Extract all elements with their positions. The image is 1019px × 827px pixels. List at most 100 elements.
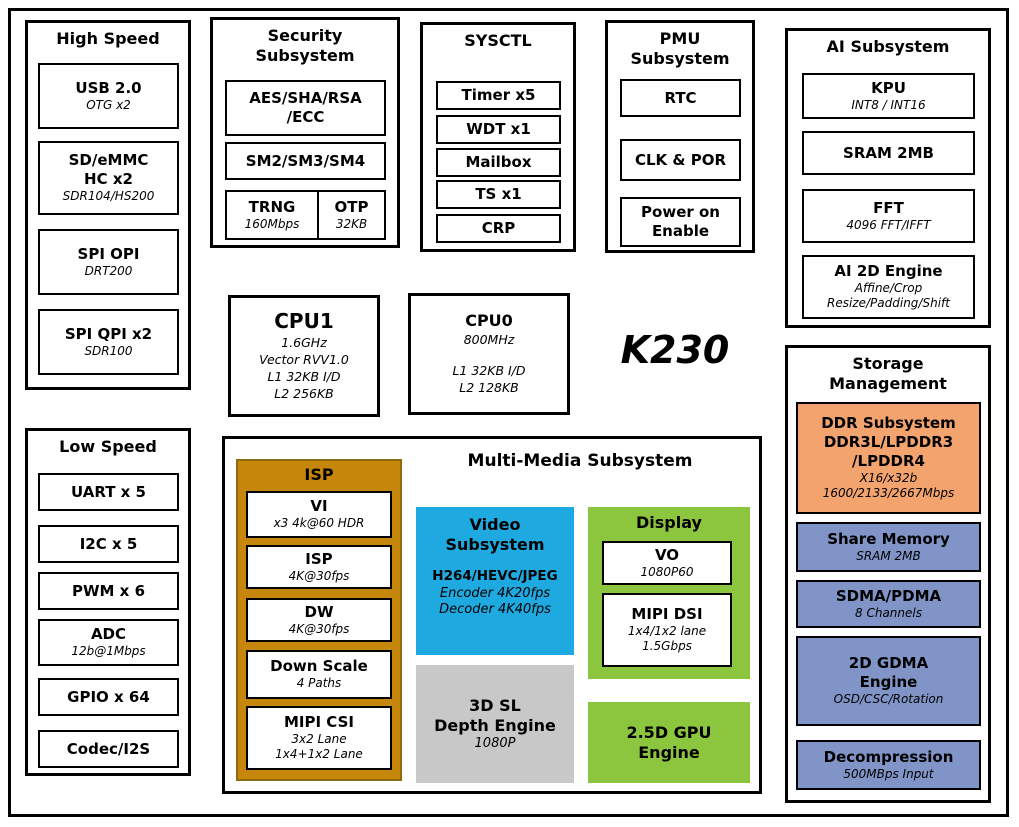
cpu1-box: CPU1 1.6GHz Vector RVV1.0 L1 32KB I/D L2…: [228, 295, 380, 417]
spi-opi-box: SPI OPI DRT200: [38, 229, 179, 295]
trng-sub: 160Mbps: [244, 216, 300, 231]
gpio-box: GPIO x 64: [38, 678, 179, 716]
mipi-dsi-sub1: 1x4/1x2 lane: [627, 623, 707, 638]
isp-group-title: ISP: [304, 465, 334, 484]
vo-sub: 1080P60: [640, 564, 694, 579]
vo-box: VO 1080P60: [602, 541, 732, 585]
dw-label: DW: [304, 602, 334, 621]
usb-sub: OTG x2: [86, 97, 131, 112]
cpu1-line3: L1 32KB I/D: [267, 369, 341, 384]
depth-engine-line1: 3D SL: [469, 695, 521, 715]
ai-panel: AI Subsystem KPU INT8 / INT16 SRAM 2MB F…: [785, 28, 991, 328]
share-memory-label: Share Memory: [827, 529, 950, 548]
ts-box: TS x1: [436, 180, 561, 209]
fft-box: FFT 4096 FFT/IFFT: [802, 189, 975, 243]
diagram-outer-frame: [8, 8, 1009, 817]
gdma-engine-box: 2D GDMA Engine OSD/CSC/Rotation: [796, 636, 981, 726]
ddr-sub1: X16/x32b: [859, 470, 918, 485]
sd-emmc-label-line2: HC x2: [84, 170, 133, 189]
storage-panel: Storage Management DDR Subsystem DDR3L/L…: [785, 345, 991, 803]
fft-label: FFT: [873, 198, 904, 217]
sm-box: SM2/SM3/SM4: [225, 142, 386, 180]
ai-2d-engine-box: AI 2D Engine Affine/Crop Resize/Padding/…: [802, 255, 975, 319]
kpu-box: KPU INT8 / INT16: [802, 73, 975, 119]
mipi-dsi-box: MIPI DSI 1x4/1x2 lane 1.5Gbps: [602, 593, 732, 667]
pwm-label: PWM x 6: [71, 581, 146, 600]
dw-sub: 4K@30fps: [288, 621, 350, 636]
aes-box: AES/SHA/RSA /ECC: [225, 80, 386, 136]
ddr-sub2: 1600/2133/2667Mbps: [822, 486, 955, 501]
ai-2d-engine-sub1: Affine/Crop: [854, 280, 923, 295]
ai-2d-engine-sub2: Resize/Padding/Shift: [827, 296, 950, 311]
cpu1-line4: L2 256KB: [274, 385, 334, 401]
cpu0-box: CPU0 800MHz L1 32KB I/D L2 128KB: [408, 293, 570, 415]
trng-box: TRNG 160Mbps: [225, 190, 319, 240]
spi-qpi-sub: SDR100: [84, 343, 133, 358]
isp-sub: 4K@30fps: [288, 568, 350, 583]
sd-emmc-box: SD/eMMC HC x2 SDR104/HS200: [38, 141, 179, 215]
sdma-pdma-sub: 8 Channels: [855, 605, 922, 620]
security-title: Security Subsystem: [255, 26, 355, 65]
ddr-subsystem-box: DDR Subsystem DDR3L/LPDDR3 /LPDDR4 X16/x…: [796, 402, 981, 514]
i2c-label: I2C x 5: [79, 534, 138, 553]
gpu-engine-line1: 2.5D GPU: [626, 722, 712, 742]
power-on-enable-label: Power on Enable: [641, 203, 720, 240]
codec-i2s-label: Codec/I2S: [66, 739, 151, 758]
sysctl-panel: SYSCTL Timer x5 WDT x1 Mailbox TS x1 CRP: [420, 22, 576, 252]
share-memory-sub: SRAM 2MB: [856, 548, 921, 563]
gdma-line1: 2D GDMA: [848, 654, 929, 673]
down-scale-sub: 4 Paths: [296, 676, 342, 691]
decompression-label: Decompression: [823, 747, 954, 766]
adc-sub: 12b@1Mbps: [71, 644, 146, 659]
cpu0-line1: 800MHz: [463, 332, 515, 348]
kpu-label: KPU: [871, 78, 906, 97]
vi-box: VI x3 4k@60 HDR: [246, 491, 392, 538]
low-speed-panel: Low Speed UART x 5 I2C x 5 PWM x 6 ADC 1…: [25, 428, 191, 776]
mipi-csi-box: MIPI CSI 3x2 Lane 1x4+1x2 Lane: [246, 706, 392, 770]
video-subsystem-block: Video Subsystem H264/HEVC/JPEG Encoder 4…: [416, 507, 574, 655]
video-encoder-sub: Encoder 4K20fps: [439, 585, 551, 601]
mipi-csi-sub1: 3x2 Lane: [291, 731, 347, 746]
timer-label: Timer x5: [461, 86, 536, 105]
vi-label: VI: [310, 497, 328, 516]
uart-box: UART x 5: [38, 473, 179, 511]
adc-box: ADC 12b@1Mbps: [38, 619, 179, 666]
ddr-line2: DDR3L/LPDDR3: [823, 433, 954, 452]
cpu0-title: CPU0: [465, 311, 513, 331]
timer-box: Timer x5: [436, 81, 561, 110]
chip-name-label: K230: [620, 328, 730, 372]
clk-por-box: CLK & POR: [620, 139, 741, 181]
isp-group: ISP VI x3 4k@60 HDR ISP 4K@30fps DW 4K@3…: [236, 459, 402, 781]
mailbox-label: Mailbox: [465, 153, 532, 172]
video-codecs-label: H264/HEVC/JPEG: [432, 568, 558, 584]
depth-engine-line2: Depth Engine: [434, 715, 556, 735]
ai-sram-box: SRAM 2MB: [802, 131, 975, 175]
kpu-sub: INT8 / INT16: [851, 97, 926, 112]
depth-engine-sub: 1080P: [474, 735, 516, 751]
wdt-box: WDT x1: [436, 115, 561, 144]
sd-emmc-sub: SDR104/HS200: [62, 188, 155, 203]
display-title: Display: [636, 513, 702, 532]
spi-qpi-label: SPI QPI x2: [64, 324, 153, 343]
crp-box: CRP: [436, 214, 561, 243]
ddr-line3: /LPDDR4: [852, 451, 925, 470]
otp-box: OTP 32KB: [317, 190, 386, 240]
clk-por-label: CLK & POR: [634, 150, 726, 169]
cpu0-line3: L2 128KB: [459, 380, 519, 396]
otp-sub: 32KB: [335, 216, 368, 231]
sd-emmc-label-line1: SD/eMMC: [68, 151, 149, 170]
rtc-box: RTC: [620, 79, 741, 117]
sdma-pdma-label: SDMA/PDMA: [835, 586, 942, 605]
otp-label: OTP: [334, 197, 369, 216]
ai-sram-label: SRAM 2MB: [843, 143, 934, 162]
gdma-sub: OSD/CSC/Rotation: [833, 691, 944, 706]
decompression-sub: 500MBps Input: [843, 766, 934, 781]
rtc-label: RTC: [664, 88, 697, 107]
codec-i2s-box: Codec/I2S: [38, 730, 179, 768]
down-scale-box: Down Scale 4 Paths: [246, 650, 392, 699]
spi-opi-sub: DRT200: [84, 263, 133, 278]
dw-box: DW 4K@30fps: [246, 598, 392, 642]
sdma-pdma-box: SDMA/PDMA 8 Channels: [796, 580, 981, 628]
isp-label: ISP: [305, 549, 333, 568]
